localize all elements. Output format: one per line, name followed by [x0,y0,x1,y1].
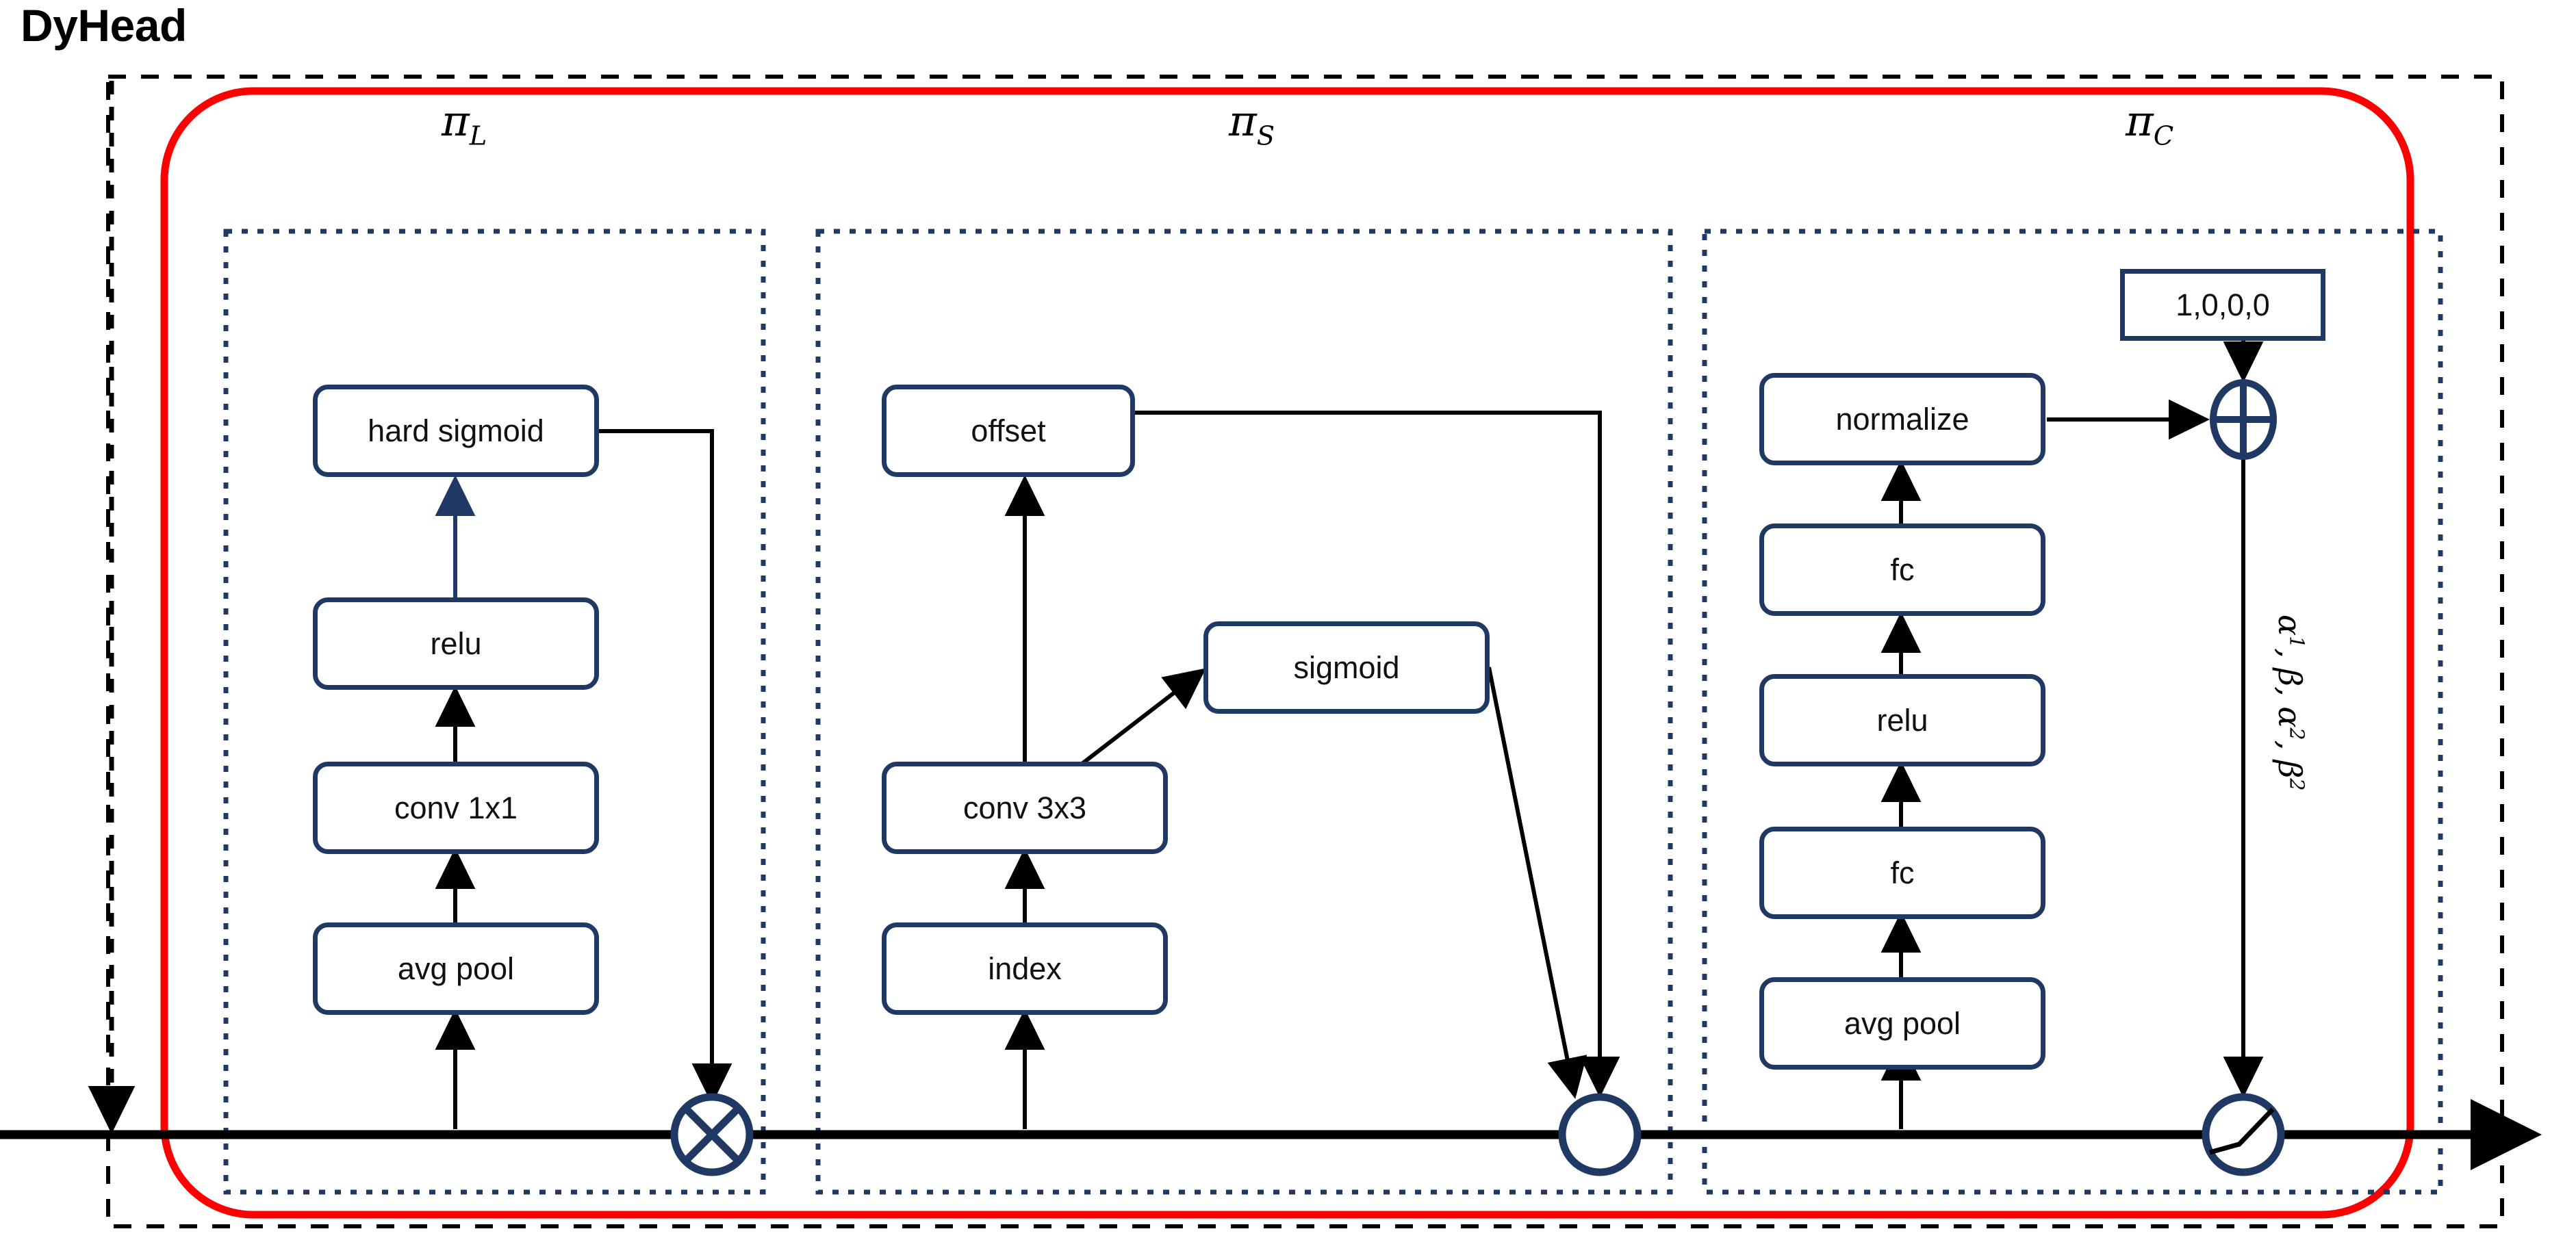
branch-column-task-aware [1702,229,2443,1195]
branch-label-task-aware: πC [2126,96,2174,152]
dynamic-relu-operator-icon [2202,1093,2285,1176]
page-title: DyHead [21,0,187,51]
node-conv-1x1[interactable]: conv 1x1 [313,762,599,854]
node-hard-sigmoid[interactable]: hard sigmoid [313,385,599,477]
branch-label-spatial-aware: πS [1229,96,1275,152]
dynamic-relu-parameters-label: α1, β, α2, β2 [2271,615,2308,791]
node-fc-bottom[interactable]: fc [1759,827,2045,919]
node-constant-vector[interactable]: 1,0,0,0 [2120,269,2325,341]
node-avg-pool-right[interactable]: avg pool [1759,977,2045,1070]
node-fc-top[interactable]: fc [1759,524,2045,616]
node-sigmoid[interactable]: sigmoid [1203,621,1490,714]
add-operator-icon [2210,379,2277,460]
node-index[interactable]: index [882,922,1168,1015]
node-relu-right[interactable]: relu [1759,674,2045,766]
node-avg-pool-left[interactable]: avg pool [313,922,599,1015]
plain-circle-operator-icon [1558,1093,1642,1176]
path-offset-to-circle [1134,411,1620,1098]
branch-label-scale-aware: πL [442,96,487,152]
node-relu-left[interactable]: relu [313,597,599,690]
multiply-operator-icon [670,1093,754,1176]
branch-column-scale-aware [223,229,766,1195]
branch-column-spatial-aware [815,229,1673,1195]
attention-stack-highlight [160,87,2414,1219]
dyhead-module-boundary [106,75,2504,1228]
node-offset[interactable]: offset [882,385,1135,477]
path-hardsigmoid-to-multiply [599,429,732,1105]
node-normalize[interactable]: normalize [1759,373,2045,465]
path-sigmoid-to-circle [1487,667,1587,1099]
node-conv-3x3[interactable]: conv 3x3 [882,762,1168,854]
